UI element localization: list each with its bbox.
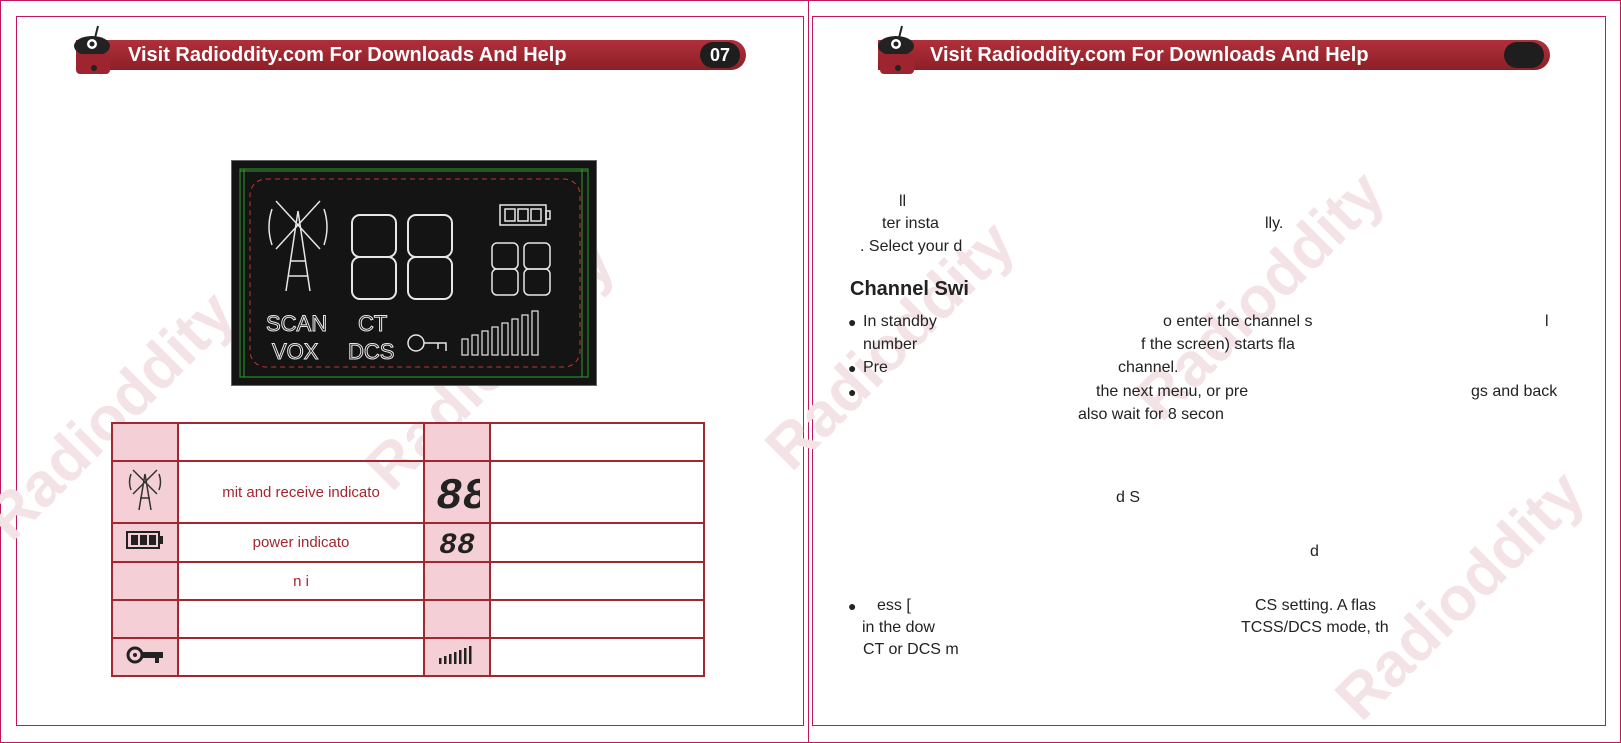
- signal-bars-icon: [461, 310, 539, 356]
- lcd-label-ct: CT: [358, 311, 387, 336]
- bullet-text: o enter the channel s: [1163, 313, 1313, 330]
- legend-icon-cell: [423, 422, 491, 462]
- radioddity-logo-icon: [74, 25, 110, 74]
- bullet-text: TCSS/DCS mode, th: [1241, 619, 1389, 636]
- table-row: [111, 599, 705, 639]
- bullet-text: number: [863, 336, 918, 353]
- bullet-dot: ●: [848, 384, 857, 400]
- text-fragment: d: [1310, 543, 1319, 560]
- bullet-text: CT or DCS m: [863, 641, 959, 658]
- legend-desc: n i: [177, 561, 425, 601]
- key-icon: [126, 646, 163, 663]
- bullet-text: channel.: [1118, 359, 1179, 376]
- legend-desc: [489, 637, 705, 677]
- bullet-text: f the screen) starts fla: [1141, 336, 1295, 353]
- legend-icon-cell: [423, 599, 491, 639]
- intro-fragment: . Select your d: [860, 238, 963, 255]
- bullet-dot: ●: [848, 314, 857, 330]
- legend-desc: [489, 599, 705, 639]
- bullet-text: gs and back: [1471, 383, 1558, 400]
- intro-fragment: ll: [899, 193, 907, 210]
- bullet-dot: ●: [848, 360, 857, 376]
- bullet-dot: ●: [848, 598, 857, 614]
- legend-desc: [489, 460, 705, 524]
- bullet-text: Pre: [863, 359, 888, 376]
- signal-bars-icon: [439, 645, 472, 664]
- legend-desc: power indicato: [177, 522, 425, 563]
- legend-icon-cell: [423, 637, 491, 677]
- battery-icon: [499, 204, 551, 226]
- table-row: power indicato 88: [111, 522, 705, 563]
- antenna-tower-icon: [268, 200, 328, 292]
- lcd-legend-table: mit and receive indicato 88 power indica…: [111, 422, 705, 677]
- main-digits-icon: 88: [436, 472, 489, 522]
- antenna-tower-icon: [128, 468, 162, 510]
- svg-text:88: 88: [439, 529, 475, 556]
- main-digits: [351, 214, 453, 300]
- section-title: Channel Swi: [850, 278, 969, 300]
- header-title: Visit Radioddity.com For Downloads And H…: [128, 44, 567, 66]
- legend-icon-cell: [111, 561, 179, 601]
- bullet-text: in the dow: [862, 619, 935, 636]
- legend-desc: mit and receive indicato: [177, 460, 425, 524]
- bullet-text: CS setting. A flas: [1255, 597, 1376, 614]
- legend-icon-cell: [423, 561, 491, 601]
- legend-icon-cell: [111, 422, 179, 462]
- lcd-label-scan: SCAN: [266, 311, 327, 336]
- bullet-text: In standby: [863, 313, 937, 330]
- table-row: [111, 422, 705, 462]
- left-page-border: [16, 16, 804, 726]
- left-header-bar: Visit Radioddity.com For Downloads And H…: [76, 40, 746, 70]
- battery-icon: [126, 531, 163, 549]
- bullet-text: the next menu, or pre: [1096, 383, 1249, 400]
- bullet-text: l: [1545, 313, 1549, 330]
- legend-icon-cell: [111, 637, 179, 677]
- small-digits-icon: 88: [439, 529, 475, 563]
- svg-text:88: 88: [436, 472, 480, 512]
- legend-icon-cell: 88: [423, 460, 491, 524]
- legend-icon-cell: [111, 522, 179, 563]
- lcd-label-vox: VOX: [272, 339, 319, 364]
- bullet-text: also wait for 8 secon: [1078, 406, 1224, 423]
- bullet-text: ess [: [877, 597, 911, 614]
- key-icon: [407, 334, 447, 352]
- legend-icon-cell: [111, 460, 179, 524]
- table-row: [111, 637, 705, 677]
- legend-desc: [489, 522, 705, 563]
- legend-icon-cell: [111, 599, 179, 639]
- page-divider: [808, 0, 809, 743]
- legend-desc: [489, 561, 705, 601]
- table-row: n i: [111, 561, 705, 601]
- page-number: 07: [700, 42, 740, 68]
- intro-fragment: lly.: [1265, 215, 1284, 232]
- table-row: mit and receive indicato 88: [111, 460, 705, 524]
- legend-desc: [489, 422, 705, 462]
- lcd-display-diagram: SCAN CT VOX DCS: [231, 160, 597, 386]
- legend-desc: [177, 637, 425, 677]
- text-fragment: d S: [1116, 489, 1141, 506]
- legend-icon-cell: 88: [423, 522, 491, 563]
- right-page-border: [812, 16, 1606, 726]
- right-header-bar: Visit Radioddity.com For Downloads And H…: [878, 40, 1550, 70]
- small-digits: [491, 242, 551, 296]
- legend-desc: [177, 422, 425, 462]
- radioddity-logo-icon: [878, 25, 914, 74]
- page-number: [1504, 42, 1544, 68]
- legend-desc: [177, 599, 425, 639]
- header-title: Visit Radioddity.com For Downloads And H…: [930, 44, 1369, 66]
- lcd-label-dcs: DCS: [348, 339, 394, 364]
- intro-fragment: ter insta: [882, 215, 939, 232]
